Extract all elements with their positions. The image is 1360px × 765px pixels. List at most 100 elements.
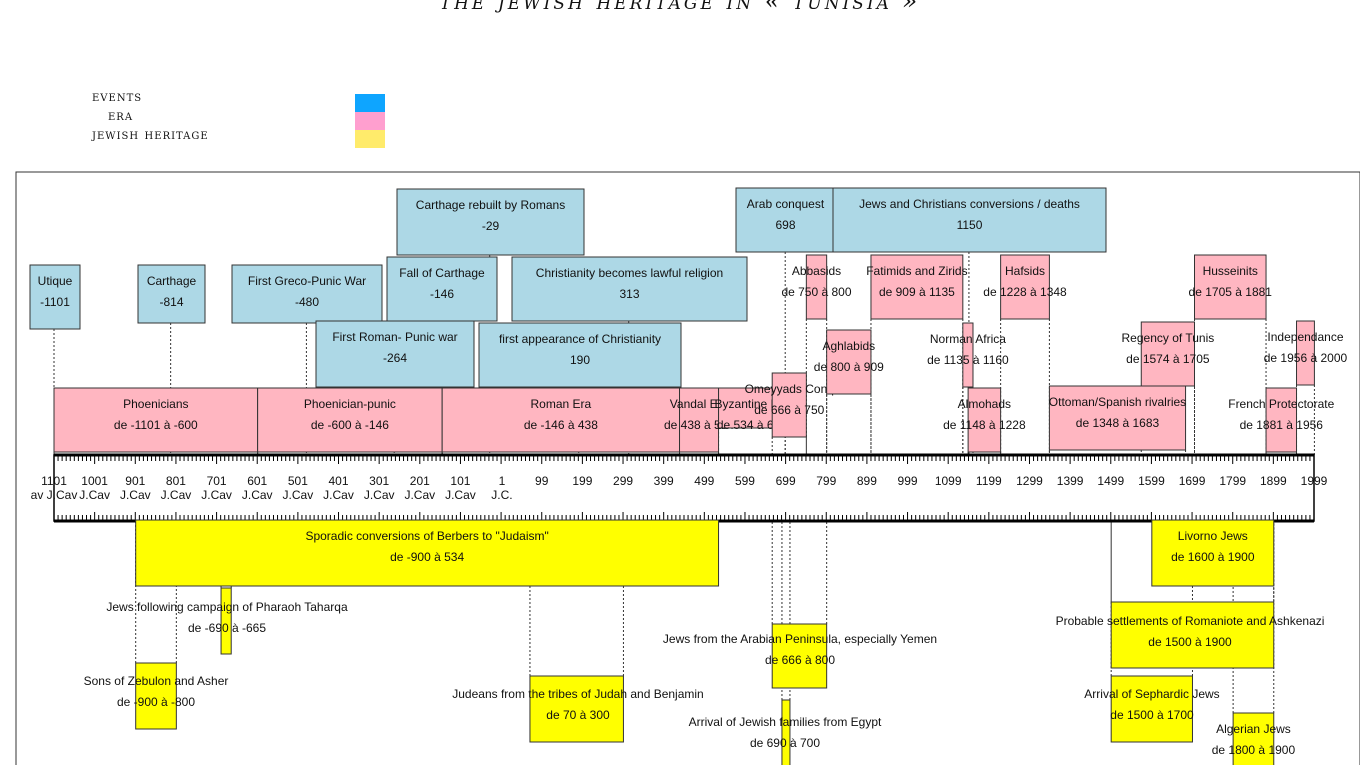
legend-events-label: events <box>92 89 143 105</box>
axis-tick-label: 201 <box>410 474 430 488</box>
era-box <box>679 387 720 453</box>
legend-era-label: era <box>108 108 134 124</box>
axis-tick-sublabel: J.Cav <box>283 488 314 502</box>
event-label: Fall of Carthage <box>399 266 485 280</box>
axis-tick-sublabel: J.Cav <box>161 488 192 502</box>
timeline-frame <box>15 171 1360 765</box>
heritage-box <box>781 699 791 765</box>
heritage-date: de 690 à 700 <box>750 736 820 750</box>
ruler-frame <box>53 454 1315 522</box>
event-date: 698 <box>775 218 795 232</box>
era-label: Regency of Tunis <box>1122 331 1215 345</box>
era-date: de -1101 à -600 <box>114 418 198 432</box>
axis-tick-sublabel: J.C. <box>491 488 512 502</box>
legend-heritage-label: jewish heritage <box>92 127 209 143</box>
event-label: Jews and Christians conversions / deaths <box>859 197 1080 211</box>
axis-tick-label: 1799 <box>1219 474 1246 488</box>
event-date: -480 <box>295 295 319 309</box>
axis-tick-label: 1101 <box>41 474 67 488</box>
page-title: the jewish heritage in « tunisia » <box>439 0 921 15</box>
era-date: de 800 à 909 <box>814 360 884 374</box>
axis-tick-label: 899 <box>857 474 877 488</box>
heritage-box <box>771 623 828 689</box>
event-label: Arab conquest <box>747 197 825 211</box>
axis-tick-label: 701 <box>207 474 227 488</box>
era-label: Independance <box>1267 330 1343 344</box>
era-box <box>826 329 872 395</box>
event-date: -814 <box>159 295 183 309</box>
event-box <box>396 188 585 256</box>
heritage-box <box>1110 601 1275 669</box>
era-date: de 1135 à 1160 <box>927 353 1009 367</box>
heritage-date: de 666 à 800 <box>765 653 835 667</box>
era-box <box>257 387 443 453</box>
era-date: de 1881 à 1956 <box>1240 418 1324 432</box>
era-label: Byzantine Era <box>715 397 790 411</box>
era-date: de 1148 à 1228 <box>943 418 1026 432</box>
era-date: de 909 à 1135 <box>879 285 955 299</box>
heritage-date: de 1500 à 1900 <box>1148 635 1232 649</box>
heritage-box <box>529 675 624 743</box>
axis-tick-label: 699 <box>776 474 796 488</box>
heritage-box <box>1110 675 1193 743</box>
heritage-box <box>1232 712 1275 765</box>
heritage-label: Jews from the Arabian Peninsula, especia… <box>663 632 937 646</box>
heritage-date: de -900 à 534 <box>390 550 464 564</box>
era-label: Roman Era <box>530 397 591 411</box>
era-date: de 1348 à 1683 <box>1076 416 1160 430</box>
heritage-date: de 1600 à 1900 <box>1171 550 1255 564</box>
era-box <box>1296 320 1315 386</box>
axis-tick-label: 599 <box>735 474 755 488</box>
era-box <box>441 387 681 453</box>
axis-tick-sublabel: J.Cav <box>79 488 110 502</box>
heritage-date: de 1500 à 1700 <box>1110 708 1194 722</box>
era-label: French Protectorate <box>1228 397 1334 411</box>
axis-tick-label: 199 <box>572 474 592 488</box>
axis-tick-label: 499 <box>694 474 714 488</box>
axis-tick-label: 799 <box>816 474 836 488</box>
event-date: -1101 <box>40 295 70 309</box>
event-box <box>478 322 682 388</box>
era-label: Aghlabids <box>822 339 875 353</box>
era-date: de 534 à 698 <box>717 418 787 432</box>
event-label: First Roman- Punic war <box>332 330 457 344</box>
axis-tick-label: 101 <box>450 474 470 488</box>
event-date: 190 <box>570 353 590 367</box>
heritage-label: Sons of Zebulon and Asher <box>84 674 229 688</box>
era-label: Fatimids and Zirids <box>866 264 967 278</box>
event-box <box>137 264 206 324</box>
legend: events era jewish heritage <box>92 88 209 145</box>
era-date: de 1956 à 2000 <box>1264 351 1348 365</box>
axis-tick-label: 999 <box>898 474 918 488</box>
axis-tick-label: 601 <box>247 474 267 488</box>
event-box <box>315 320 475 388</box>
era-label: Norman Africa <box>930 332 1006 346</box>
axis-tick-label: 299 <box>613 474 633 488</box>
event-box <box>386 256 498 322</box>
era-box <box>1140 321 1196 387</box>
legend-events-swatch <box>355 94 385 112</box>
era-box <box>967 387 1002 453</box>
axis-tick-label: 1499 <box>1097 474 1124 488</box>
axis-tick-label: 1 <box>499 474 506 488</box>
era-date: de 1228 à 1348 <box>983 285 1067 299</box>
event-label: first appearance of Christianity <box>499 332 661 346</box>
heritage-box <box>1151 519 1275 587</box>
era-box <box>1000 254 1050 320</box>
heritage-label: Arrival of Jewish families from Egypt <box>689 715 882 729</box>
heritage-box <box>220 587 232 655</box>
heritage-label: Probable settlements of Romaniote and As… <box>1056 614 1325 628</box>
era-box <box>805 254 828 320</box>
event-date: -264 <box>383 351 407 365</box>
legend-heritage-swatch <box>355 130 385 148</box>
era-label: Ottoman/Spanish rivalries <box>1049 395 1186 409</box>
axis-tick-label: 1099 <box>935 474 962 488</box>
era-label: Hafsids <box>1005 264 1045 278</box>
era-date: de 438 à 534 <box>664 418 734 432</box>
era-box <box>1265 387 1298 453</box>
heritage-date: de 1800 à 1900 <box>1212 743 1296 757</box>
axis-tick-label: 501 <box>288 474 308 488</box>
axis-tick-label: 1899 <box>1260 474 1287 488</box>
axis-tick-sublabel: J.Cav <box>323 488 354 502</box>
axis-tick-sublabel: J.Cav <box>242 488 273 502</box>
